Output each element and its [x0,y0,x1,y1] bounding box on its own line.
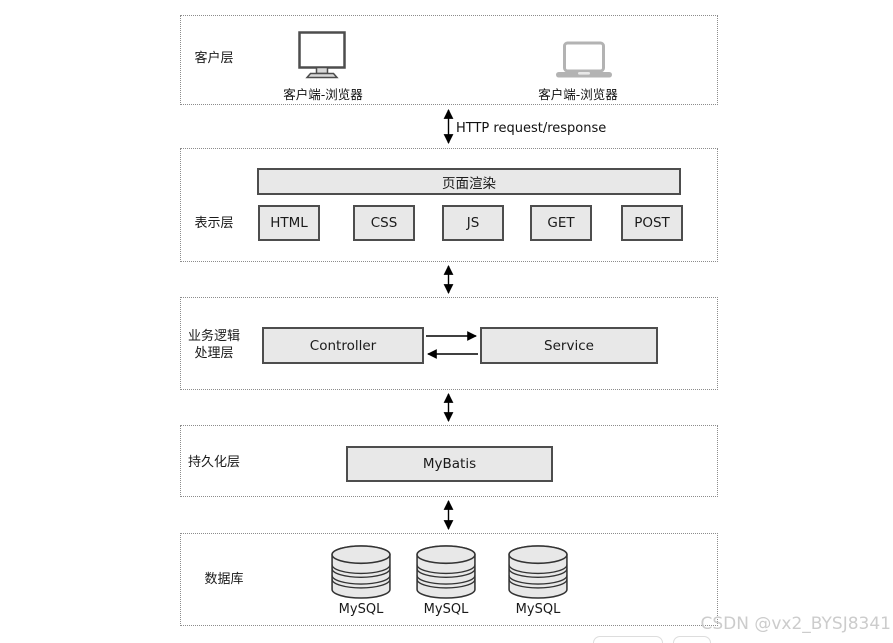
get-node: GET [530,205,592,241]
mysql-label: MySQL [515,602,561,617]
page-render-node: 页面渲染 [257,168,681,195]
persistence-layer-label: 持久化层 [187,455,240,470]
business-layer-label-line1: 业务逻辑 [187,329,240,344]
business-layer-label-line2: 处理层 [194,346,234,361]
presentation-layer-label: 表示层 [194,216,234,231]
csdn-watermark: CSDN @vx2_BYSJ8341 [700,614,892,634]
post-node: POST [621,205,683,241]
http-connector-label: HTTP request/response [456,121,607,136]
client-layer-box [180,15,718,105]
css-node: CSS [353,205,415,241]
database-layer-label: 数据库 [204,572,244,587]
mybatis-node: MyBatis [346,446,553,482]
html-node: HTML [258,205,320,241]
controller-node: Controller [262,327,424,364]
business-layer-label: 业务逻辑 处理层 [178,328,250,362]
service-node: Service [480,327,658,364]
cutoff-button[interactable] [593,636,663,643]
laptop-browser-label: 客户端-浏览器 [538,87,618,102]
mysql-label: MySQL [338,602,384,617]
client-layer-label: 客户层 [194,51,234,66]
cutoff-button[interactable] [673,636,711,643]
mysql-label: MySQL [423,602,469,617]
desktop-browser-label: 客户端-浏览器 [283,87,363,102]
js-node: JS [442,205,504,241]
